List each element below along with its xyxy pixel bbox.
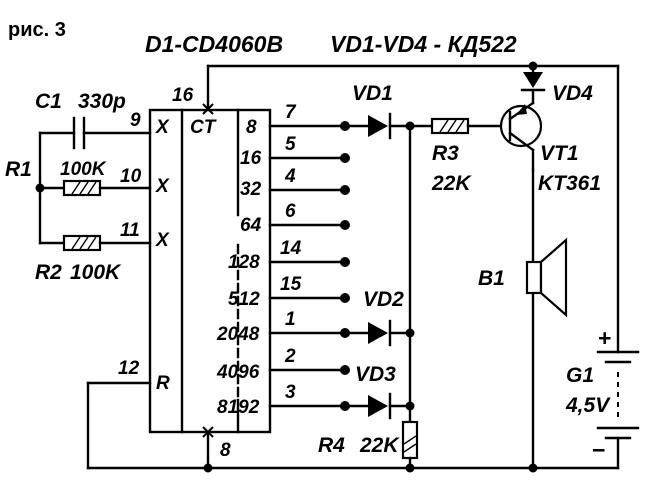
junction-vd3 (405, 401, 415, 411)
oscillator-network (35, 116, 152, 252)
c1-ref: C1 (35, 90, 62, 113)
pin-num-3: 3 (285, 382, 296, 403)
output-pins (268, 121, 350, 411)
ic-pin-9-fn: X (155, 117, 170, 138)
c1-value: 330p (78, 90, 126, 113)
diode-vd1 (343, 112, 434, 140)
r2-value: 100K (70, 261, 122, 284)
junction-vd4 (528, 61, 538, 71)
pin-num-11: 11 (120, 220, 140, 241)
jumper-point (340, 293, 350, 303)
ic-weight-512: 512 (228, 289, 260, 310)
vd1-label: VD1 (352, 82, 393, 105)
ic-weight-8192: 8192 (217, 397, 260, 418)
jumper-point (340, 220, 350, 230)
pin-num-6: 6 (285, 201, 296, 222)
figure-caption: рис. 3 (8, 19, 66, 41)
junction-gnd-r4 (405, 463, 415, 473)
pin-num-9: 9 (130, 110, 141, 131)
r1-value: 100K (60, 159, 107, 180)
battery-minus-sign: − (592, 437, 605, 463)
r4-value: 22K (359, 434, 400, 457)
pin-num-2: 2 (284, 346, 296, 367)
pin-num-10: 10 (120, 166, 142, 187)
pin-num-8-gnd: 8 (220, 440, 231, 461)
ic-d1: X X X R CT 8 16 32 64 128 512 2048 4096 … (148, 108, 272, 434)
ic-weight-8: 8 (246, 117, 257, 138)
battery-g1 (596, 350, 640, 440)
pin-num-14: 14 (280, 238, 302, 259)
diode-vd2 (343, 319, 412, 347)
diode-type-label: VD1-VD4 - КД522 (330, 31, 517, 57)
ic-weight-128: 128 (228, 252, 260, 273)
junction-gnd-pin8 (203, 463, 213, 473)
ic-weight-2048: 2048 (216, 324, 260, 345)
junction-vd2 (405, 328, 415, 338)
resistor-r3 (430, 117, 507, 135)
vd3-label: VD3 (355, 363, 396, 386)
ic-pin-11-fn: X (155, 230, 170, 251)
junction-bus-top (405, 121, 415, 131)
pin-num-1: 1 (285, 309, 296, 330)
ic-pin-16-fn: CT (190, 117, 217, 138)
battery-plus-sign: + (598, 325, 611, 351)
speaker-b1 (525, 168, 568, 470)
ic-pin-12-fn: R (156, 373, 170, 394)
r4-ref: R4 (318, 434, 345, 457)
g1-value: 4,5V (565, 394, 611, 417)
pin-num-7: 7 (285, 102, 297, 123)
jumper-point (340, 185, 350, 195)
pin-num-4: 4 (284, 166, 296, 187)
jumper-point (340, 153, 350, 163)
jumper-point (340, 365, 350, 375)
junction-gnd-speaker (528, 463, 538, 473)
r1-ref: R1 (5, 158, 32, 181)
diode-vd3 (343, 392, 412, 420)
r3-value: 22K (431, 172, 472, 195)
vt1-type: KT361 (538, 172, 601, 195)
ic-title: D1-CD4060B (145, 31, 283, 57)
transistor-vt1 (499, 90, 543, 172)
pin-num-12: 12 (118, 358, 140, 379)
vd2-label: VD2 (363, 288, 404, 311)
r2-ref: R2 (35, 261, 62, 284)
ic-weight-64: 64 (240, 215, 262, 236)
g1-ref: G1 (566, 364, 594, 387)
pin-num-15: 15 (280, 274, 302, 295)
resistor-r4 (401, 420, 419, 470)
vt1-ref: VT1 (540, 142, 579, 165)
ic-weight-16: 16 (240, 148, 262, 169)
jumper-point (340, 257, 350, 267)
ic-weight-32: 32 (240, 179, 262, 200)
ic-weight-4096: 4096 (216, 362, 260, 383)
vd4-label: VD4 (552, 82, 593, 105)
b1-label: B1 (478, 267, 505, 290)
ic-pin-10-fn: X (155, 176, 170, 197)
r3-ref: R3 (432, 142, 459, 165)
pin-num-5: 5 (285, 134, 296, 155)
pin-num-16: 16 (172, 85, 194, 106)
